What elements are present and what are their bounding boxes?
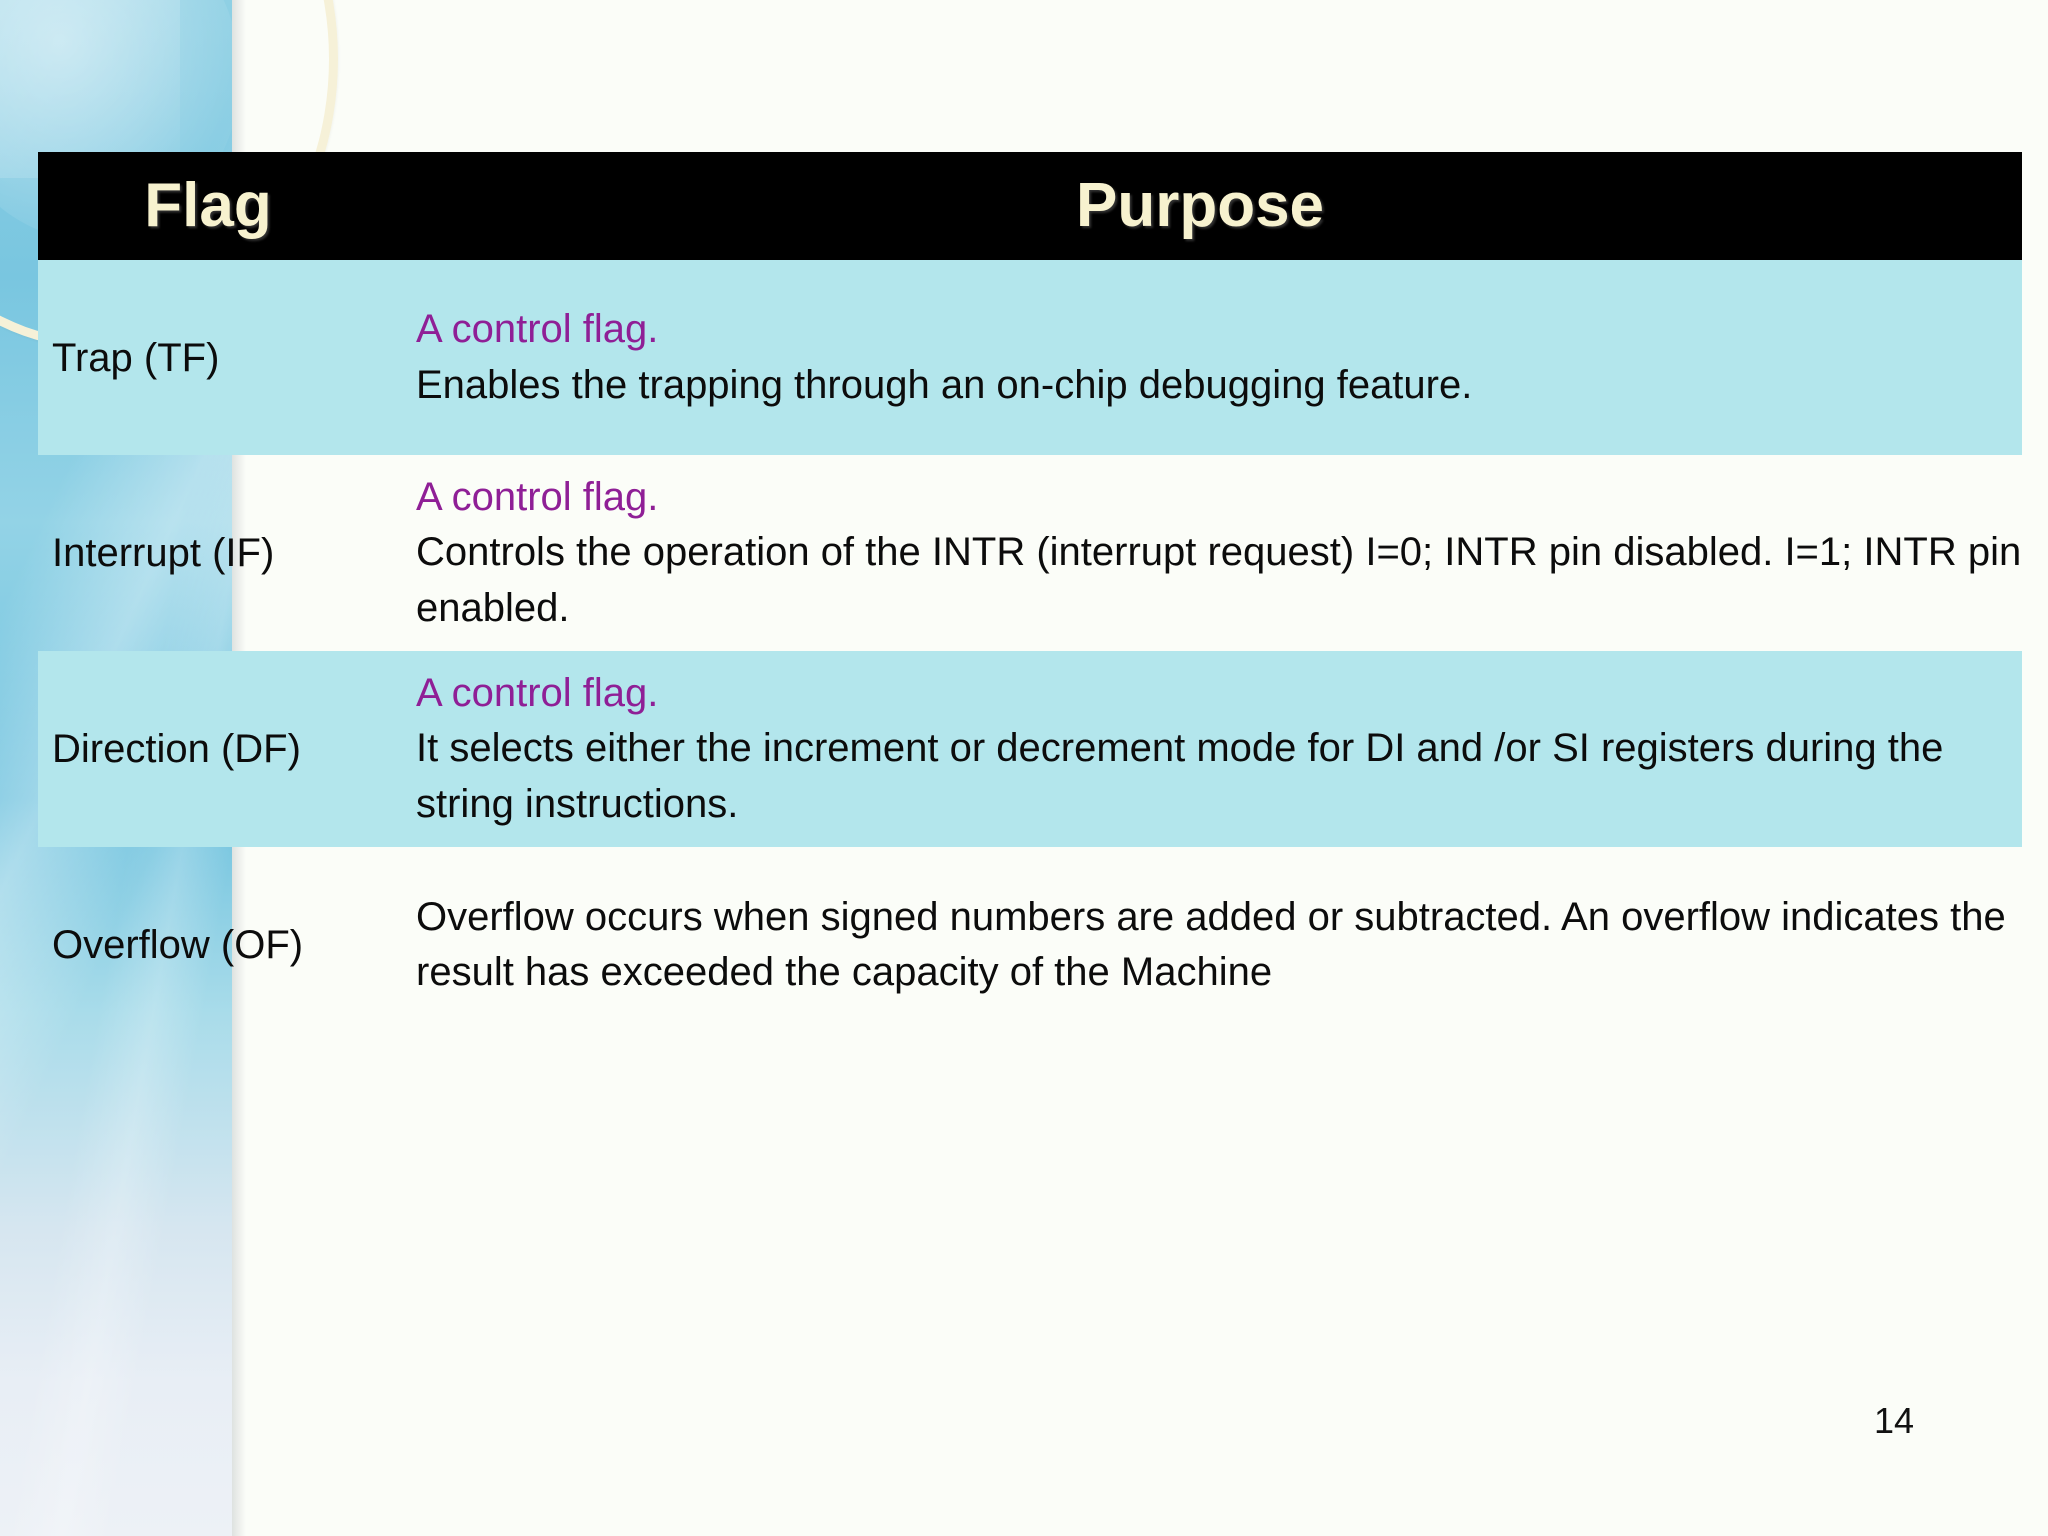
purpose-text: Controls the operation of the INTR (inte… <box>416 530 2022 630</box>
table-row: Overflow (OF) Overflow occurs when signe… <box>38 847 2022 1043</box>
control-flag-note: A control flag. <box>416 671 659 716</box>
table-row: Direction (DF) A control flag. It select… <box>38 651 2022 847</box>
table-row: Trap (TF) A control flag. Enables the tr… <box>38 260 2022 455</box>
purpose-text: It selects either the increment or decre… <box>416 726 1944 826</box>
flag-name: Direction (DF) <box>52 727 301 771</box>
flag-name: Trap (TF) <box>52 335 220 380</box>
flag-name: Interrupt (IF) <box>52 531 275 575</box>
flag-name: Overflow (OF) <box>52 923 304 967</box>
table-cell-purpose: Overflow occurs when signed numbers are … <box>378 890 2022 1000</box>
table-cell-flag: Overflow (OF) <box>38 922 378 968</box>
table-header-row: Flag Purpose <box>38 152 2022 260</box>
column-header-flag: Flag <box>144 171 272 240</box>
table-cell-purpose: A control flag. Controls the operation o… <box>378 470 2022 636</box>
flags-table: Flag Purpose Trap (TF) A control flag. E… <box>38 152 2022 1043</box>
table-cell-purpose: A control flag. It selects either the in… <box>378 666 2022 832</box>
page-number: 14 <box>1873 1400 1914 1441</box>
control-flag-note: A control flag. <box>416 307 659 352</box>
control-flag-note: A control flag. <box>416 475 659 520</box>
table-row: Interrupt (IF) A control flag. Controls … <box>38 455 2022 651</box>
column-header-purpose: Purpose <box>1075 171 1325 240</box>
table-cell-flag: Trap (TF) <box>38 335 378 381</box>
table-cell-flag: Direction (DF) <box>38 726 378 772</box>
purpose-text: Overflow occurs when signed numbers are … <box>416 894 2006 994</box>
table-cell-purpose: A control flag. Enables the trapping thr… <box>378 302 2022 412</box>
table-cell-flag: Interrupt (IF) <box>38 530 378 576</box>
purpose-text: Enables the trapping through an on-chip … <box>416 362 1473 407</box>
